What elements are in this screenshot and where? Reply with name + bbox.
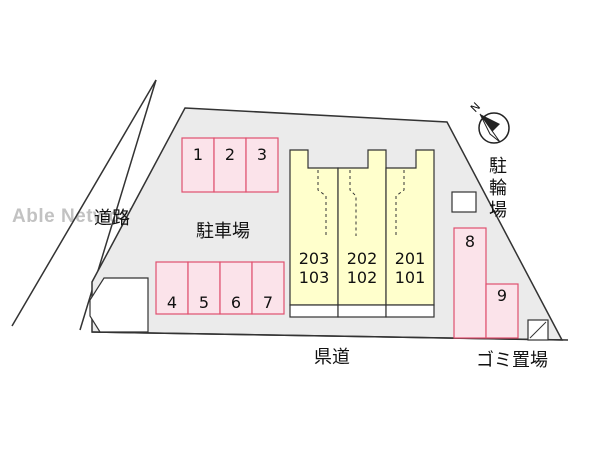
unit-middle-upper: 202 xyxy=(347,249,378,268)
road-label: 道路 xyxy=(94,208,130,229)
road-line-lower xyxy=(11,79,157,327)
parking-label-8: 8 xyxy=(465,232,475,251)
compass-icon: N xyxy=(468,100,510,144)
bicycle-parking-box xyxy=(451,191,477,213)
unit-left-lower: 103 xyxy=(299,268,330,287)
parking-space-9 xyxy=(485,283,519,339)
parking-space-2 xyxy=(213,137,247,193)
balcony-middle xyxy=(337,304,387,318)
parking-label-1: 1 xyxy=(193,145,203,164)
balcony-left xyxy=(289,304,339,318)
bicycle-parking-label-2: 輪 xyxy=(489,178,507,199)
parking-label-5: 5 xyxy=(199,293,209,312)
parking-label-4: 4 xyxy=(167,293,177,312)
parking-label-2: 2 xyxy=(225,145,235,164)
building xyxy=(289,149,435,318)
unit-middle-lower: 102 xyxy=(347,268,378,287)
parking-space-3 xyxy=(245,137,279,193)
compass-north-label: N xyxy=(468,100,483,115)
parking-lot-label: 駐車場 xyxy=(196,221,250,242)
prefectural-road-label: 県道 xyxy=(314,347,350,368)
parking-label-3: 3 xyxy=(257,145,267,164)
prefectural-road-line xyxy=(91,331,569,341)
parking-label-7: 7 xyxy=(263,293,273,312)
unit-right-upper: 201 xyxy=(395,249,426,268)
unit-right-lower: 101 xyxy=(395,268,426,287)
stairs-middle xyxy=(349,170,357,236)
parking-space-5 xyxy=(187,261,221,315)
bicycle-parking-label-3: 場 xyxy=(489,200,507,221)
garbage-box-diagonal xyxy=(529,321,547,339)
bicycle-parking-label-1: 駐 xyxy=(489,156,507,177)
garbage-label: ゴミ置場 xyxy=(476,350,548,371)
parking-space-4 xyxy=(155,261,189,315)
stairs-left xyxy=(317,170,327,236)
balcony-right xyxy=(385,304,435,318)
unit-left-upper: 203 xyxy=(299,249,330,268)
parking-space-7 xyxy=(251,261,285,315)
utility-box xyxy=(89,277,149,333)
parking-label-9: 9 xyxy=(497,286,507,305)
stairs-right xyxy=(395,170,405,236)
parking-label-6: 6 xyxy=(231,293,241,312)
parking-space-1 xyxy=(181,137,215,193)
parking-space-8 xyxy=(453,227,487,339)
